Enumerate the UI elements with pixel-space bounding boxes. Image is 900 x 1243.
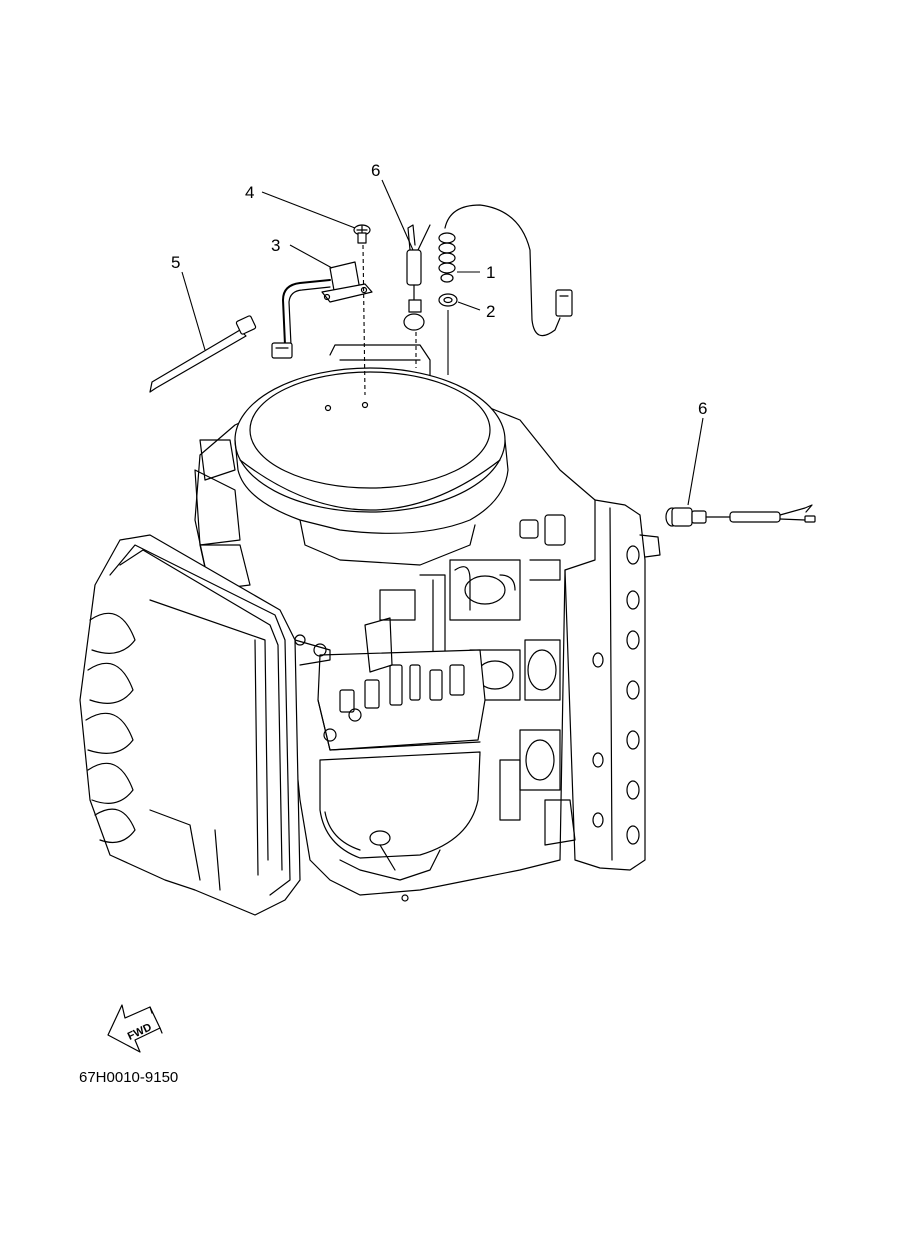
callout-3: 3: [271, 236, 280, 255]
flywheel-cover: [234, 344, 509, 566]
silencer-cover: [79, 534, 301, 916]
carburetor: [294, 617, 486, 902]
callout-6-top: 6: [371, 161, 380, 180]
cable-tie: [149, 315, 257, 393]
callout-5: 5: [171, 253, 180, 272]
callout-6-right: 6: [698, 399, 707, 418]
fwd-arrow-icon: FWD: [107, 1004, 163, 1053]
callout-leaders: [181, 179, 704, 506]
callout-1: 1: [486, 263, 495, 282]
callout-4: 4: [245, 183, 254, 202]
callout-2: 2: [486, 302, 495, 321]
washer: [438, 293, 458, 307]
thermo-switch-right: [665, 504, 816, 527]
cylinder-head: [564, 499, 661, 871]
intake-details: [379, 514, 576, 846]
relay-bracket: [271, 261, 373, 359]
drawing-code: 67H0010-9150: [79, 1069, 178, 1086]
engine-assembly: [79, 344, 661, 916]
thermo-switch-top: [403, 224, 431, 368]
hose-fitting: [438, 204, 573, 375]
screw: [353, 224, 371, 244]
